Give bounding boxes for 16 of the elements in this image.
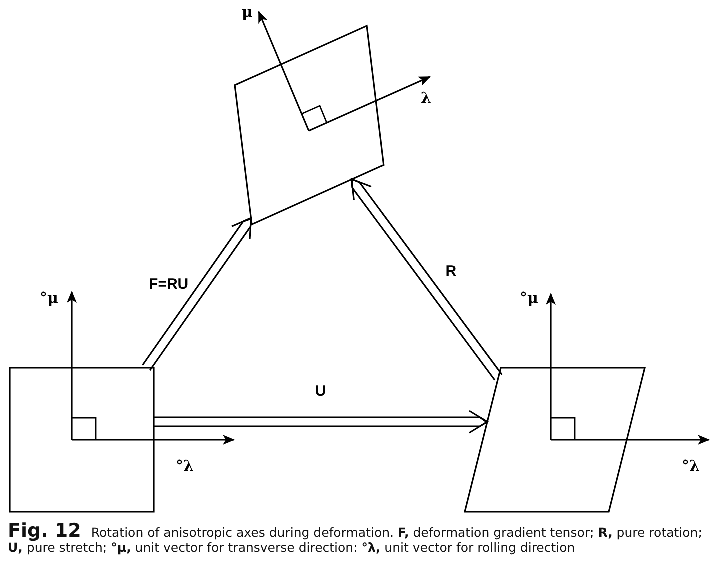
axis-label: °λ [176,458,194,474]
axis-label: μ [242,4,253,20]
figure-caption: Fig. 12 Rotation of anisotropic axes during deformation. F, deformation gradient tensor; R, pure rotation; U, pure stretch; °μ, unit vector for transverse direction: °λ, unit vector for rolling direction [8,524,704,555]
axis-label: λ [421,90,432,106]
edge-label: R [446,264,457,280]
edge-label: F=RU [149,277,189,294]
axis-label: °μ [520,290,538,306]
square-outline [10,368,154,512]
edge-label: U [315,384,326,400]
double-arrow [153,410,490,434]
square-outline [235,26,384,224]
double-arrow [350,178,503,382]
parallelogram-outline [465,368,645,512]
axis-label: °λ [682,458,700,474]
axis-label: °μ [40,290,58,306]
double-arrow [142,216,252,372]
